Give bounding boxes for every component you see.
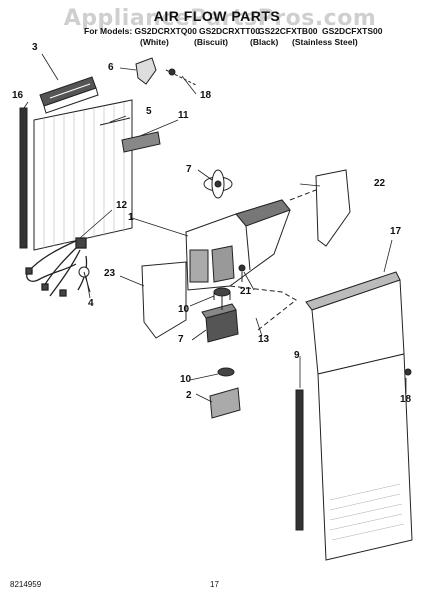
callout-21: 21 xyxy=(240,286,252,297)
page-title: AIR FLOW PARTS xyxy=(153,8,281,24)
part-16-gasket xyxy=(19,107,28,249)
part-18-screw xyxy=(404,368,412,376)
part-5-rear-panel xyxy=(33,99,133,251)
callout-3: 3 xyxy=(32,42,38,53)
model-color: (Black) xyxy=(250,37,279,47)
callout-10: 10 xyxy=(180,374,192,385)
part-7-fan-motor xyxy=(201,296,239,343)
callout-11: 11 xyxy=(178,110,189,121)
callout-10: 10 xyxy=(178,304,190,315)
part-9-gasket xyxy=(295,389,304,531)
callout-23: 23 xyxy=(104,268,116,279)
callout-leaders xyxy=(23,53,407,403)
part-8-fan-blade xyxy=(203,169,233,199)
model-color: (Stainless Steel) xyxy=(292,37,358,47)
part-22-insulation xyxy=(315,169,351,247)
callout-13: 13 xyxy=(258,334,270,345)
callout-18: 18 xyxy=(400,394,412,405)
part-10-grommet xyxy=(217,367,235,377)
callout-16: 16 xyxy=(12,90,24,101)
part-6-clip xyxy=(135,57,157,85)
part-21-screw xyxy=(238,264,246,282)
callout-5: 5 xyxy=(146,106,152,117)
callout-17: 17 xyxy=(390,226,402,237)
page-number: 17 xyxy=(210,580,219,589)
callout-1: 1 xyxy=(128,212,134,223)
model-number: GS2DCFXTS00 xyxy=(322,26,383,36)
callout-9: 9 xyxy=(294,350,300,361)
callout-2: 2 xyxy=(186,390,192,401)
document-number: 8214959 xyxy=(10,580,42,589)
part-17-front-cover xyxy=(305,271,413,561)
callout-12: 12 xyxy=(116,200,128,211)
model-color: (White) xyxy=(140,37,169,47)
model-number: GS22CFXTB00 xyxy=(258,26,318,36)
model-number: For Models: GS2DCRXTQ00 xyxy=(84,26,197,36)
watermark: AppliancePartsPros.com xyxy=(63,6,377,31)
part-11-bracket xyxy=(121,131,161,153)
callout-4: 4 xyxy=(88,298,94,309)
callout-6: 6 xyxy=(108,62,114,73)
model-number: GS2DCRXTT00 xyxy=(199,26,260,36)
callout-7: 7 xyxy=(178,334,184,345)
part-18-screw xyxy=(165,68,197,86)
callout-22: 22 xyxy=(374,178,386,189)
model-color: (Biscuit) xyxy=(194,37,228,47)
part-1-air-duct xyxy=(185,199,291,291)
part-3-grille xyxy=(39,76,99,114)
part-12-wire-harness xyxy=(25,237,88,297)
part-23-insulation xyxy=(141,261,187,339)
callout-8: 7 xyxy=(186,164,192,175)
callout-18: 18 xyxy=(200,90,212,101)
part-13-dashed-outline xyxy=(229,285,297,331)
part-2-motor-bracket xyxy=(209,387,241,419)
